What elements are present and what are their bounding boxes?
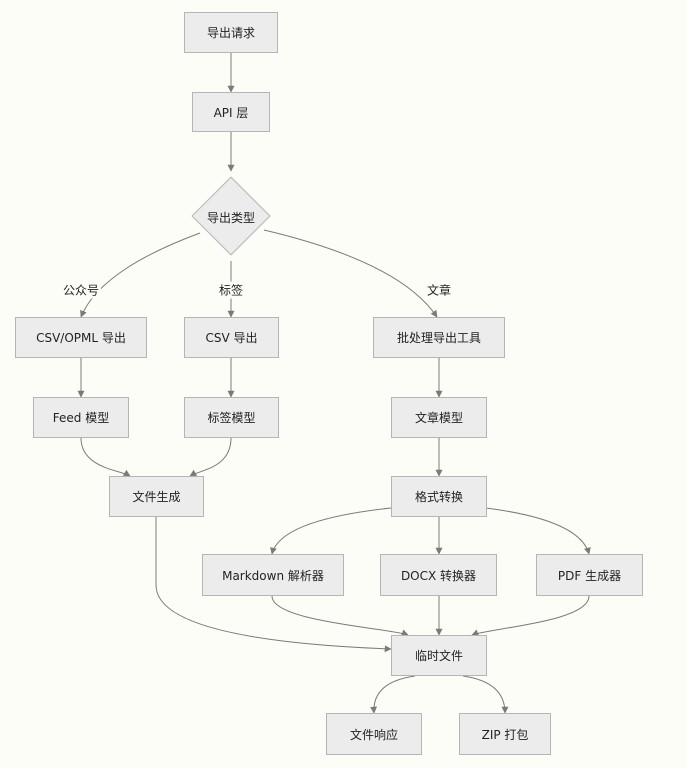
edge-temp-to-response (370, 675, 416, 714)
node-export-request: 导出请求 (184, 12, 278, 53)
edge-temp-to-zip (462, 675, 509, 714)
edge-feed-to-file (80, 437, 131, 477)
edge-label-tag: 标签 (216, 281, 246, 299)
edge-tagmodel-to-file (189, 437, 232, 477)
edge-pdf-to-temp (471, 595, 590, 636)
node-article-model: 文章模型 (391, 397, 487, 438)
node-file-response: 文件响应 (326, 713, 422, 755)
edge-type-to-batch (263, 229, 438, 318)
node-batch-export-tool: 批处理导出工具 (373, 317, 505, 358)
edge-label-public-account: 公众号 (60, 281, 102, 299)
node-csv-export: CSV 导出 (184, 317, 279, 358)
edge-format-to-pdf (485, 507, 591, 555)
node-temp-file: 临时文件 (391, 635, 487, 676)
node-zip-package: ZIP 打包 (459, 713, 551, 755)
node-feed-model: Feed 模型 (33, 397, 129, 438)
edge-markdown-to-temp (271, 595, 409, 636)
edge-format-to-markdown (270, 507, 392, 555)
node-csv-opml-export: CSV/OPML 导出 (15, 317, 147, 358)
node-format-conversion: 格式转换 (391, 476, 487, 517)
node-api-layer: API 层 (192, 92, 270, 132)
node-file-generation: 文件生成 (109, 476, 204, 517)
edge-label-article: 文章 (424, 281, 454, 299)
node-export-type-label: 导出类型 (206, 210, 255, 225)
node-docx-converter: DOCX 转换器 (380, 554, 497, 596)
node-markdown-parser: Markdown 解析器 (202, 554, 344, 596)
edge-type-to-csvopml (80, 232, 201, 318)
node-pdf-generator: PDF 生成器 (536, 554, 643, 596)
node-tag-model: 标签模型 (184, 397, 279, 438)
edge-file-to-temp (155, 517, 392, 653)
